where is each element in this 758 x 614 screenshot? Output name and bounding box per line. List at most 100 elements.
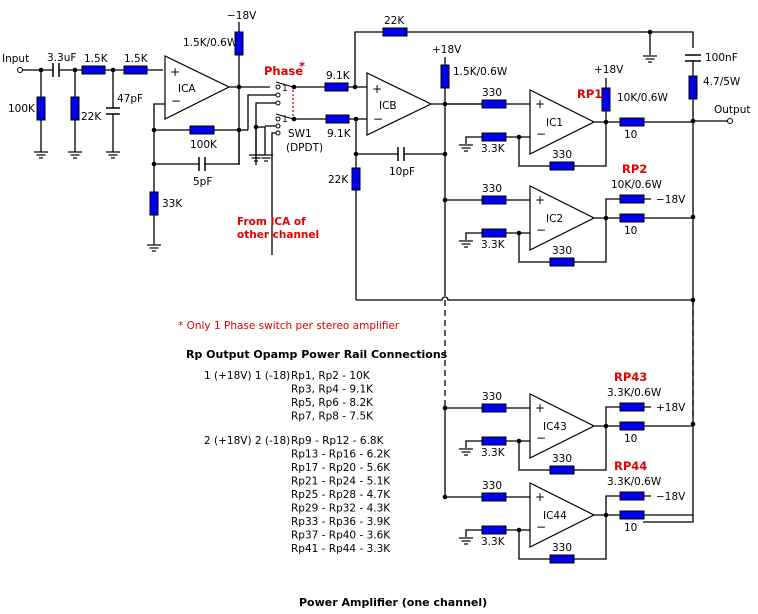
resistor-output-10 bbox=[619, 117, 645, 127]
input-stage: Input 3.3uF 100K 22K 1.5K 1.5K 47pF bbox=[2, 52, 163, 159]
r-feedback-label: 330 bbox=[552, 149, 572, 161]
svg-text:−: − bbox=[373, 112, 383, 126]
r22k-fb-label: 22K bbox=[384, 15, 405, 27]
rp-label: RP44 bbox=[614, 459, 647, 473]
svg-text:+: + bbox=[535, 97, 545, 111]
ica-rail-label: −18V bbox=[227, 10, 257, 22]
resistor-rp bbox=[619, 194, 645, 204]
resistor-ground bbox=[481, 436, 507, 446]
opamp bbox=[529, 89, 596, 155]
cap-5pf-label: 5pF bbox=[193, 176, 212, 188]
resistor-feedback bbox=[549, 257, 575, 267]
r-output-label: 10 bbox=[624, 433, 637, 445]
opamp bbox=[529, 185, 596, 251]
resistor-input bbox=[481, 492, 507, 502]
rp-rail-label: +18V bbox=[656, 402, 686, 414]
table-group2-label: 2 (+18V) 2 (-18) bbox=[204, 435, 290, 447]
resistor-22k-input bbox=[70, 96, 80, 121]
r22k-icb-label: 22K bbox=[328, 174, 349, 186]
table-row: Rp9 - Rp12 - 6.8K bbox=[291, 435, 385, 447]
resistor-ground bbox=[481, 132, 507, 142]
table-row: Rp37 - Rp40 - 3.6K bbox=[291, 530, 391, 542]
rp-label: RP43 bbox=[614, 370, 647, 384]
r-ground-label: 3.3K bbox=[481, 143, 506, 155]
from-ica-label-1: From ICA of bbox=[237, 216, 306, 228]
svg-text:−: − bbox=[536, 520, 546, 534]
svg-text:+: + bbox=[535, 193, 545, 207]
opamp-ica: + − ICA −18V 1.5K/0.6W 100K 5pF 33K bbox=[146, 10, 270, 252]
table-group2: Rp9 - Rp12 - 6.8K Rp13 - Rp16 - 6.2KRp17 … bbox=[291, 435, 391, 555]
r91k-b-label: 9.1K bbox=[327, 128, 352, 140]
r33k-label: 33K bbox=[162, 198, 183, 210]
resistor-22k-feedback bbox=[382, 27, 408, 37]
table-heading: Rp Output Opamp Power Rail Connections bbox=[186, 348, 448, 361]
table-row: Rp17 - Rp20 - 5.6K bbox=[291, 462, 391, 474]
svg-text:1: 1 bbox=[282, 115, 288, 125]
zobel-label: 4.7/5W bbox=[703, 76, 741, 88]
table-row: Rp41 - Rp44 - 3.3K bbox=[291, 543, 391, 555]
r-ground-label: 3.3K bbox=[481, 536, 506, 548]
icb-rail-label: +18V bbox=[432, 44, 462, 56]
svg-text:−: − bbox=[536, 223, 546, 237]
r-input-label: 330 bbox=[482, 87, 502, 99]
table-row: Rp21 - Rp24 - 5.1K bbox=[291, 476, 391, 488]
diagram-title: Power Amplifier (one channel) bbox=[299, 596, 487, 609]
resistor-rp bbox=[619, 402, 645, 412]
input-cap-label: 3.3uF bbox=[47, 52, 76, 64]
phase-switch[interactable]: Phase * 1 1 SW1 (DPDT) From ICA of other… bbox=[237, 59, 367, 255]
svg-text:+: + bbox=[535, 490, 545, 504]
svg-text:1: 1 bbox=[282, 84, 288, 94]
dpdt-label: (DPDT) bbox=[286, 142, 323, 154]
ica-label: ICA bbox=[178, 83, 196, 95]
rp-value-label: 3.3K/0.6W bbox=[607, 387, 662, 399]
resistor-9k1-b bbox=[325, 114, 350, 124]
opamp bbox=[529, 482, 596, 548]
resistor-rp bbox=[619, 491, 645, 501]
resistor-ica-pull bbox=[234, 31, 244, 56]
resistor-22k-icb bbox=[351, 167, 361, 191]
rp-label: RP2 bbox=[622, 162, 647, 176]
r1k5-b-label: 1.5K bbox=[124, 53, 149, 65]
resistor-input bbox=[481, 195, 507, 205]
table-row: Rp1, Rp2 - 10K bbox=[291, 370, 371, 382]
opamp-label: IC2 bbox=[546, 213, 563, 225]
r-feedback-label: 330 bbox=[552, 542, 572, 554]
icb-pull-label: 1.5K/0.6W bbox=[453, 66, 508, 78]
input-terminal bbox=[17, 67, 23, 73]
ica-fb-label: 100K bbox=[190, 139, 218, 151]
table-row: Rp13 - Rp16 - 6.2K bbox=[291, 449, 391, 461]
rp-label: RP1 bbox=[577, 87, 602, 101]
r-ground-label: 3.3K bbox=[481, 239, 506, 251]
table-row: Rp7, Rp8 - 7.5K bbox=[291, 411, 374, 423]
sw1-label: SW1 bbox=[288, 128, 312, 140]
table-row: Rp33 - Rp36 - 3.9K bbox=[291, 516, 391, 528]
opamp-label: IC1 bbox=[546, 117, 563, 129]
cap-10pf-label: 10pF bbox=[389, 166, 415, 178]
svg-text:+: + bbox=[372, 82, 382, 96]
cap-47pf-label: 47pF bbox=[117, 93, 143, 105]
svg-text:−: − bbox=[536, 127, 546, 141]
table-group1-label: 1 (+18V) 1 (-18) bbox=[204, 370, 290, 382]
r-output-label: 10 bbox=[624, 225, 637, 237]
input-label: Input bbox=[2, 53, 29, 65]
table-row: Rp3, Rp4 - 9.1K bbox=[291, 384, 374, 396]
r-output-label: 10 bbox=[624, 522, 637, 534]
resistor-rp bbox=[601, 87, 611, 112]
resistor-ica-feedback bbox=[189, 125, 215, 135]
r100k-input-label: 100K bbox=[8, 103, 36, 115]
r1k5-a-label: 1.5K bbox=[84, 53, 109, 65]
cap-100nf-label: 100nF bbox=[705, 52, 738, 64]
r-feedback-label: 330 bbox=[552, 245, 572, 257]
resistor-feedback bbox=[549, 161, 575, 171]
output-network: 100nF 4.7/5W Output bbox=[643, 52, 750, 523]
opamp bbox=[529, 393, 596, 459]
resistor-feedback bbox=[549, 554, 575, 564]
resistor-output-10 bbox=[619, 510, 645, 520]
